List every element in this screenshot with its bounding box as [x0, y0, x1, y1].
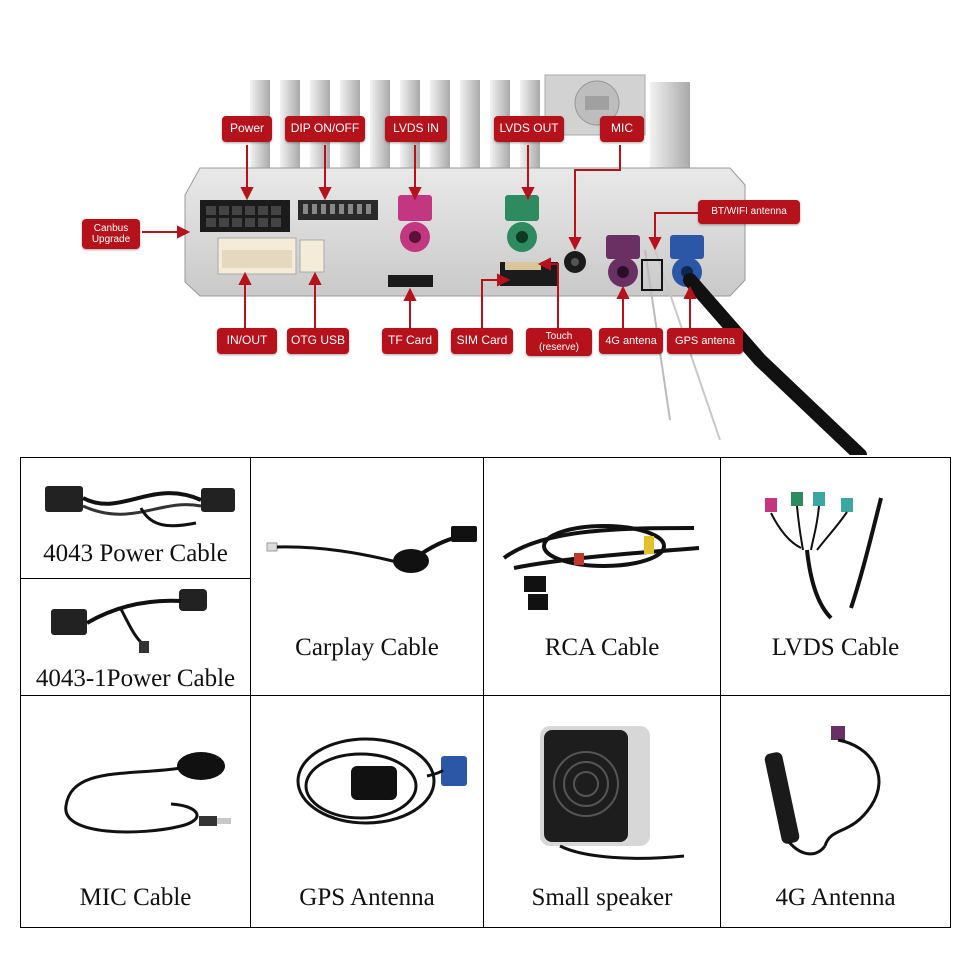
antenna-4g-image: [764, 726, 881, 856]
cell-rca-cable: RCA Cable: [483, 457, 721, 696]
caption-mic-cable: MIC Cable: [79, 884, 192, 911]
label-canbus-upgrade: Canbus Upgrade: [82, 219, 140, 249]
label-power: Power: [222, 116, 272, 142]
cell-4043-1-power-cable: 4043-1Power Cable: [20, 578, 251, 696]
caption-rca-cable: RCA Cable: [544, 634, 660, 661]
speaker-image: [540, 726, 685, 860]
rca-cable-image: [502, 524, 700, 610]
label-4g-antenna: 4G antena: [599, 328, 663, 354]
label-touch-reserve: Touch (reserve): [526, 328, 592, 356]
cell-small-speaker: Small speaker: [483, 695, 721, 928]
caption-4043-1-power-cable: 4043-1Power Cable: [35, 665, 236, 692]
carplay-cable-image: [266, 526, 477, 573]
device-illustration: [142, 74, 867, 462]
caption-carplay-cable: Carplay Cable: [295, 634, 439, 661]
mic-cable-image: [64, 752, 231, 834]
caption-4g-antenna: 4G Antenna: [775, 884, 896, 911]
label-otg-usb: OTG USB: [287, 328, 349, 354]
gps-antenna-image: [296, 737, 467, 825]
label-touch-line2: (reserve): [538, 342, 579, 353]
label-in-out: IN/OUT: [217, 328, 277, 354]
power-cable-image: [45, 486, 235, 528]
label-gps-antenna: GPS antena: [667, 328, 743, 354]
lvds-cable-image: [765, 492, 883, 620]
cell-mic-cable: MIC Cable: [20, 695, 251, 928]
label-tf-card: TF Card: [382, 328, 438, 354]
label-canbus-line2: Upgrade: [91, 234, 131, 245]
label-lvds-out: LVDS OUT: [494, 116, 564, 142]
power-cable-1-image: [51, 589, 207, 653]
label-canbus-line1: Canbus: [93, 222, 129, 234]
caption-small-speaker: Small speaker: [531, 884, 673, 911]
device-diagram: Power DIP ON/OFF LVDS IN LVDS OUT MIC Ca…: [0, 0, 970, 462]
cell-carplay-cable: Carplay Cable: [250, 457, 484, 696]
label-sim-card: SIM Card: [451, 328, 513, 354]
label-bt-wifi-antenna: BT/WIFI antenna: [698, 200, 800, 224]
cell-gps-antenna: GPS Antenna: [250, 695, 484, 928]
accessory-grid: 4043 Power Cable 4043-1Power Cable Carpl…: [20, 457, 951, 928]
label-mic: MIC: [600, 116, 644, 142]
caption-4043-power-cable: 4043 Power Cable: [43, 540, 228, 567]
label-touch-line1: Touch: [545, 330, 573, 342]
label-lvds-in: LVDS IN: [385, 116, 447, 142]
caption-lvds-cable: LVDS Cable: [771, 634, 900, 661]
cell-lvds-cable: LVDS Cable: [720, 457, 951, 696]
cell-4g-antenna: 4G Antenna: [720, 695, 951, 928]
label-dip-switch: DIP ON/OFF: [285, 116, 365, 142]
cell-4043-power-cable: 4043 Power Cable: [20, 457, 251, 579]
caption-gps-antenna: GPS Antenna: [299, 884, 435, 911]
